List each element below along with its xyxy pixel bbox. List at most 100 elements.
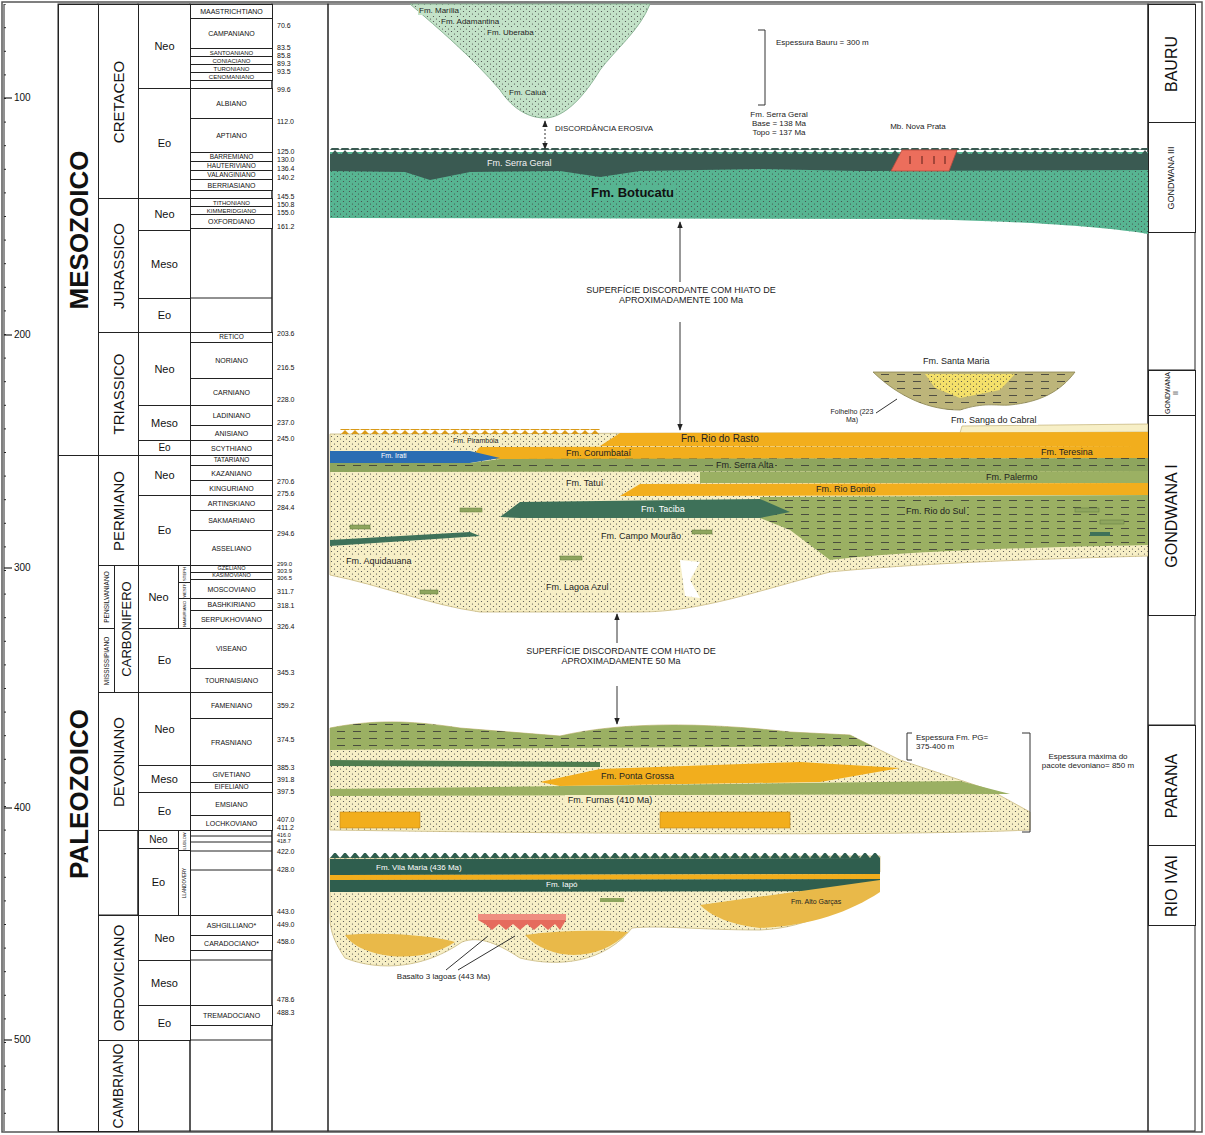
age-label: 89.3 — [277, 60, 291, 67]
band-label: Neo — [154, 41, 174, 52]
age-label: 161.2 — [277, 223, 295, 230]
band-label: Meso — [151, 978, 178, 989]
period-band: DEVONIANO — [98, 692, 139, 831]
band-label: TREMADOCIANO — [203, 1012, 260, 1019]
stage-band: GIVETIANO — [190, 765, 273, 783]
period-band: MISSISSIPIANO — [98, 628, 115, 693]
band-label: Neo — [154, 470, 174, 481]
stage-band: TREMADOCIANO — [190, 1005, 273, 1026]
age-label: 449.0 — [277, 921, 295, 928]
stage-band: LADINIANO — [190, 405, 273, 426]
stage-band: VISEANO — [190, 628, 273, 669]
hiatus-note: SUPERFÍCIE DISCORDANTE COM HIATO DE APRO… — [505, 646, 737, 667]
band-label: HAUTERIVIANO — [207, 163, 256, 170]
formation-label: Fm. Botucatu — [590, 186, 675, 201]
period-band: PERMIANO — [98, 455, 139, 566]
basalt-label: Basalto 3 lagoas (443 Ma) — [395, 972, 492, 981]
vertical-label: BAURU — [1163, 6, 1181, 121]
band-label: KASIMOVIANO — [212, 573, 251, 579]
epoch-band: Meso — [138, 405, 191, 441]
age-label: 203.6 — [277, 330, 295, 337]
band-label: BASHKIRIANO — [208, 601, 256, 608]
band-label: Eo — [158, 443, 170, 453]
band-label: SERPUKHOVIANO — [201, 616, 262, 623]
age-label: 275.6 — [277, 490, 295, 497]
vertical-label: PARANA — [1163, 727, 1181, 844]
age-label: 125.0 — [277, 148, 295, 155]
band-label: Eo — [158, 806, 171, 817]
age-label: 284.4 — [277, 504, 295, 511]
band-label: Meso — [151, 418, 178, 429]
formation-label: Fm. Santa Maria — [922, 356, 991, 366]
age-label: 374.5 — [277, 736, 295, 743]
supersequence-band: GONDWANA III — [1148, 122, 1196, 233]
stage-band: EMSIANO — [190, 792, 273, 816]
band-label: TOURNAISIANO — [205, 677, 258, 684]
band-label: Eo — [158, 655, 171, 666]
era-band: PALEOZOICO — [58, 455, 99, 1132]
axis-label: 500 — [14, 1034, 31, 1046]
band-label: Neo — [154, 209, 174, 220]
stage-band: FAMENIANO — [190, 692, 273, 719]
age-label: 299.0 — [277, 561, 292, 567]
formation-label: Fm. Aquidauana — [345, 556, 413, 566]
band-label: Eo — [158, 525, 171, 536]
age-label: 418.7 — [277, 839, 291, 845]
band-label: FAMENIANO — [211, 702, 252, 709]
band-label: Neo — [154, 364, 174, 375]
age-label: 422.0 — [277, 848, 295, 855]
age-label: 397.5 — [277, 788, 295, 795]
band-label: SCYTHIANO — [211, 445, 252, 452]
band-label: Eo — [158, 138, 171, 149]
band-label: TURONIANO — [214, 66, 250, 72]
age-label: 216.5 — [277, 364, 295, 371]
band-label: KINGURIANO — [209, 485, 253, 492]
band-label: Neo — [154, 724, 174, 735]
band-label: Eo — [158, 310, 171, 321]
formation-label: Fm. Alto Garças — [790, 898, 842, 906]
formation-label: Fm. Campo Mourão — [600, 531, 682, 541]
band-label: ASHGILLIANO* — [207, 922, 256, 929]
age-label: 345.3 — [277, 669, 295, 676]
band-label: LOCHKOVIANO — [206, 820, 257, 827]
vertical-label: WESTF. — [182, 584, 186, 597]
formation-label: Fm. Vila Maria (436 Ma) — [375, 863, 463, 872]
axis-label: 100 — [14, 92, 31, 104]
band-label: LADINIANO — [213, 412, 251, 419]
age-label: 488.3 — [277, 1009, 295, 1016]
band-label: Neo — [154, 933, 174, 944]
epoch-band: Neo — [138, 198, 191, 231]
band-label: ASSELIANO — [212, 545, 252, 552]
formation-label: Fm. Pirambóia — [452, 437, 500, 445]
age-label: 245.0 — [277, 435, 295, 442]
epoch-band: Eo — [138, 440, 191, 456]
axis-label: 400 — [14, 802, 31, 814]
age-label: 458.0 — [277, 938, 295, 945]
band-label: NORIANO — [215, 357, 248, 364]
vertical-label: PERMIANO — [110, 457, 127, 564]
band-label: SAKMARIANO — [208, 517, 255, 524]
band-label: Eo — [152, 877, 165, 888]
stage-band: ARTINSKIANO — [190, 495, 273, 511]
band-label: Eo — [158, 1018, 171, 1029]
formation-label: Fm. Ponta Grossa — [600, 771, 675, 781]
age-label: 407.0 — [277, 816, 295, 823]
formation-label: Fm. Adamantina — [440, 17, 500, 26]
period-band: CAMBRIANO — [98, 1040, 139, 1132]
vertical-label: GONDWANA III — [1167, 124, 1177, 231]
member-label: Mb. Nova Prata — [882, 122, 954, 131]
age-note: Folhelho (223 Ma) — [828, 408, 876, 424]
epoch-band: Eo — [138, 298, 191, 333]
age-label: 391.8 — [277, 776, 295, 783]
vertical-label: GONDWANA II — [1164, 372, 1179, 414]
stage-band: SCYTHIANO — [190, 440, 273, 456]
formation-label: Fm. Lagoa Azul — [545, 582, 610, 592]
formation-label: Fm. Marília — [418, 6, 460, 15]
age-label: 112.0 — [277, 118, 294, 125]
vertical-label: LUDLOW — [182, 832, 186, 849]
band-label: CONIACIANO — [212, 58, 250, 64]
band-label: CENOMANIANO — [209, 74, 254, 80]
formation-label: Fm. Corumbataí — [565, 448, 632, 458]
formation-label: Fm. Rio do Sul — [905, 506, 967, 516]
band-label: EIFELIANO — [215, 784, 249, 791]
